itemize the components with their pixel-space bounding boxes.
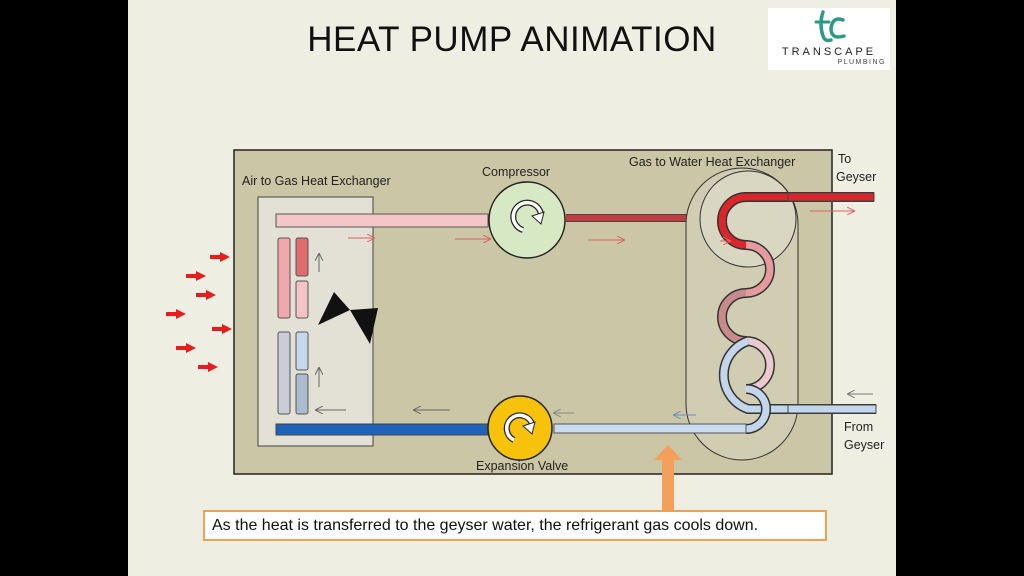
page-title: HEAT PUMP ANIMATION: [307, 20, 717, 59]
airflow-arrows: [166, 252, 232, 372]
warm-pipe: [275, 213, 489, 228]
expansion-valve: [487, 395, 553, 461]
exchanger-bar: [295, 237, 309, 277]
from-geyser-label-line2: Geyser: [844, 438, 885, 452]
air-exchanger-label: Air to Gas Heat Exchanger: [242, 174, 391, 188]
compressor-label: Compressor: [482, 165, 551, 179]
logo-sub: PLUMBING: [837, 59, 886, 66]
exchanger-bar: [295, 280, 309, 319]
exchanger-bar: [277, 331, 291, 415]
caption-box: As the heat is transferred to the geyser…: [203, 510, 827, 541]
company-logo: TRANSCAPE PLUMBING: [768, 8, 890, 70]
expansion-valve-label: Expansion Valve: [476, 459, 569, 473]
highlight-arrow-icon: [654, 445, 682, 513]
slide: HEAT PUMP ANIMATION TRANSCAPE PLUMBING: [128, 0, 896, 576]
exchanger-bar: [295, 373, 309, 415]
to-geyser-pipe: [787, 192, 875, 202]
to-geyser-label-line2: Geyser: [836, 170, 877, 184]
compressor: [488, 181, 566, 259]
water-exchanger-label: Gas to Water Heat Exchanger: [629, 155, 796, 169]
exchanger-bar: [277, 237, 291, 319]
fan-icon: [318, 292, 378, 344]
logo-brand: TRANSCAPE: [781, 46, 877, 58]
exchanger-chamber: [699, 170, 797, 268]
heat-pump-diagram: [166, 149, 877, 513]
from-geyser-label-line1: From: [844, 420, 874, 434]
cold-pipe: [275, 423, 489, 436]
from-geyser-pipe: [787, 404, 877, 414]
cool-pipe: [553, 423, 747, 434]
logo-mark-icon: [814, 10, 846, 43]
to-geyser-label-line1: To: [838, 152, 852, 166]
exchanger-bar: [295, 331, 309, 371]
air-exchanger-box: [257, 196, 374, 447]
